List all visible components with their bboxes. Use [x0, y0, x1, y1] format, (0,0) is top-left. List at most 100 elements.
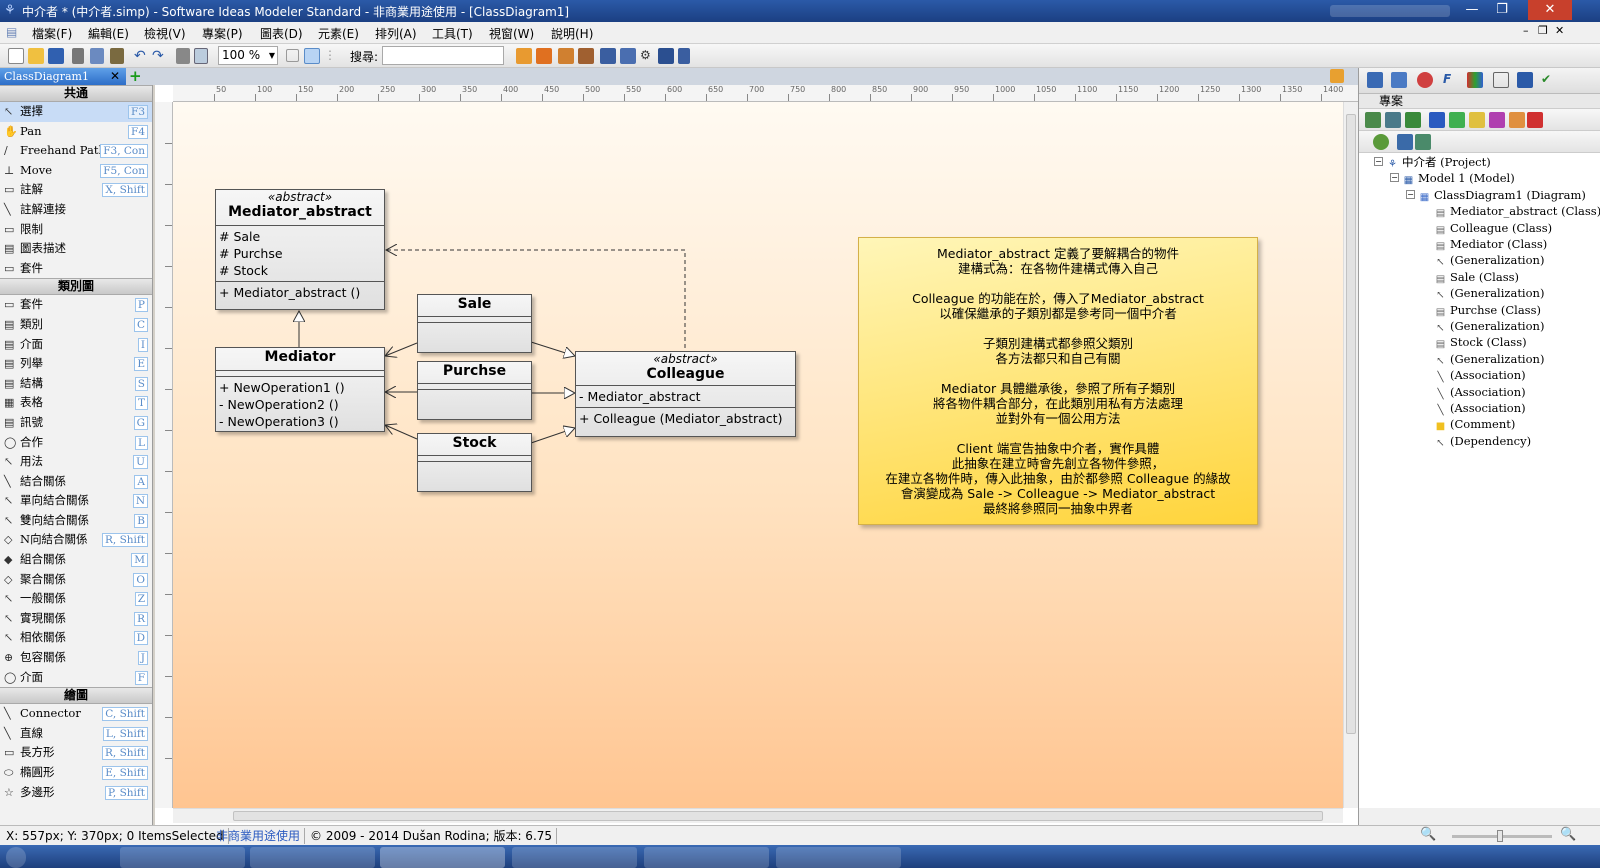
open-folder-icon[interactable]	[28, 48, 44, 64]
print-preview-icon[interactable]	[194, 48, 208, 64]
tree-node[interactable]: ▤Colleague (Class)	[1435, 220, 1552, 236]
refresh-icon[interactable]	[1373, 134, 1389, 150]
zoom-slider-knob[interactable]	[1497, 830, 1503, 842]
tab-options-icon[interactable]	[1330, 69, 1344, 83]
tree-node[interactable]: ▤Purchse (Class)	[1435, 302, 1541, 318]
tree-node[interactable]: −▦ClassDiagram1 (Diagram)	[1406, 187, 1586, 203]
expand-all-icon[interactable]	[1397, 134, 1413, 150]
close-button[interactable]: ✕	[1528, 0, 1572, 20]
tree-node[interactable]: ↖(Generalization)	[1435, 252, 1544, 268]
snap-icon[interactable]	[304, 48, 320, 64]
tab-classdiagram1[interactable]: ClassDiagram1	[0, 68, 126, 85]
tree-node[interactable]: ▤Mediator (Class)	[1435, 236, 1548, 252]
align-grid-icon[interactable]	[620, 48, 636, 64]
class-stock[interactable]: Stock	[417, 433, 532, 492]
menu-window[interactable]: 視窗(W)	[489, 27, 535, 41]
scrollbar-thumb[interactable]	[1346, 114, 1356, 734]
tree-node[interactable]: ╲(Association)	[1435, 367, 1525, 383]
mdi-restore-button[interactable]: ❐	[1538, 24, 1548, 37]
menu-element[interactable]: 元素(E)	[318, 27, 359, 41]
tree-node[interactable]: ╲(Association)	[1435, 400, 1525, 416]
add-package-icon[interactable]	[1469, 112, 1485, 128]
menu-tools[interactable]: 工具(T)	[432, 27, 473, 41]
toolbox-section-header[interactable]: 繪圖	[0, 687, 152, 705]
menu-project[interactable]: 專案(P)	[202, 27, 243, 41]
class-mediator[interactable]: Mediator + NewOperation1 () - NewOperati…	[215, 347, 385, 432]
vertical-scrollbar[interactable]	[1343, 102, 1358, 808]
maximize-button[interactable]: ❐	[1496, 2, 1508, 17]
add-note-icon[interactable]	[1509, 112, 1525, 128]
add-tab-icon[interactable]: +	[129, 67, 142, 85]
tab-layers-icon[interactable]	[1517, 72, 1533, 88]
paste-icon[interactable]	[110, 48, 124, 64]
bring-front-icon[interactable]	[516, 48, 532, 64]
class-sale[interactable]: Sale	[417, 294, 532, 353]
tab-project-icon[interactable]	[1367, 72, 1383, 88]
menu-file[interactable]: 檔案(F)	[32, 27, 73, 41]
scrollbar-thumb[interactable]	[233, 811, 1323, 821]
toolbox-tool[interactable]: ▤圖表描述	[0, 239, 152, 259]
tree-expander-icon[interactable]: −	[1374, 157, 1383, 166]
diagram-canvas[interactable]: «abstract» Mediator_abstract # Sale # Pu…	[173, 102, 1343, 808]
tree-node[interactable]: ▤Stock (Class)	[1435, 334, 1527, 350]
tab-properties-icon[interactable]	[1391, 72, 1407, 88]
tree-node[interactable]: ↖(Generalization)	[1435, 351, 1544, 367]
taskbar-item-active[interactable]	[380, 847, 505, 868]
cut-icon[interactable]	[72, 48, 84, 64]
tree-expander-icon[interactable]: −	[1390, 173, 1399, 183]
redo-icon[interactable]: ↷	[152, 48, 164, 64]
bring-forward-icon[interactable]	[558, 48, 574, 64]
association-stock[interactable]	[385, 425, 418, 440]
taskbar-item[interactable]	[120, 847, 245, 868]
toolbox-tool[interactable]: ╲註解連接	[0, 200, 152, 220]
app-menu-icon[interactable]: ▤	[6, 25, 18, 39]
taskbar-item[interactable]	[512, 847, 637, 868]
menu-diagram[interactable]: 圖表(D)	[260, 27, 303, 41]
collapse-all-icon[interactable]	[1415, 134, 1431, 150]
print-icon[interactable]	[176, 48, 190, 64]
dependency-colleague[interactable]	[386, 250, 686, 348]
tree-node[interactable]: ↖(Generalization)	[1435, 318, 1544, 334]
tab-document-icon[interactable]	[1493, 72, 1509, 88]
grid-icon[interactable]	[286, 49, 299, 62]
menu-view[interactable]: 檢視(V)	[144, 27, 186, 41]
mdi-minimize-button[interactable]: –	[1523, 24, 1529, 37]
send-backward-icon[interactable]	[578, 48, 594, 64]
tree-node[interactable]: ▤Sale (Class)	[1435, 269, 1519, 285]
toolbox-section-header[interactable]: 類別圖	[0, 278, 152, 296]
tab-styles-icon[interactable]	[1467, 72, 1483, 88]
class-mediator-abstract[interactable]: «abstract» Mediator_abstract # Sale # Pu…	[215, 189, 385, 310]
class-colleague[interactable]: «abstract» Colleague - Mediator_abstract…	[575, 351, 796, 437]
tree-node[interactable]: −⚘中介者 (Project)	[1374, 154, 1491, 170]
horizontal-scrollbar[interactable]	[173, 808, 1343, 823]
menu-help[interactable]: 說明(H)	[551, 27, 594, 41]
new-file-icon[interactable]	[8, 48, 24, 64]
add-diagram-icon[interactable]	[1405, 112, 1421, 128]
start-button[interactable]	[6, 847, 26, 868]
taskbar-item[interactable]	[776, 847, 901, 868]
association-sale[interactable]	[385, 342, 418, 356]
layout-icon[interactable]	[600, 48, 616, 64]
tree-node[interactable]: ↖(Dependency)	[1435, 433, 1531, 449]
generalization-stock[interactable]	[530, 428, 575, 444]
generalization-sale[interactable]	[530, 341, 575, 356]
taskbar-item[interactable]	[644, 847, 769, 868]
